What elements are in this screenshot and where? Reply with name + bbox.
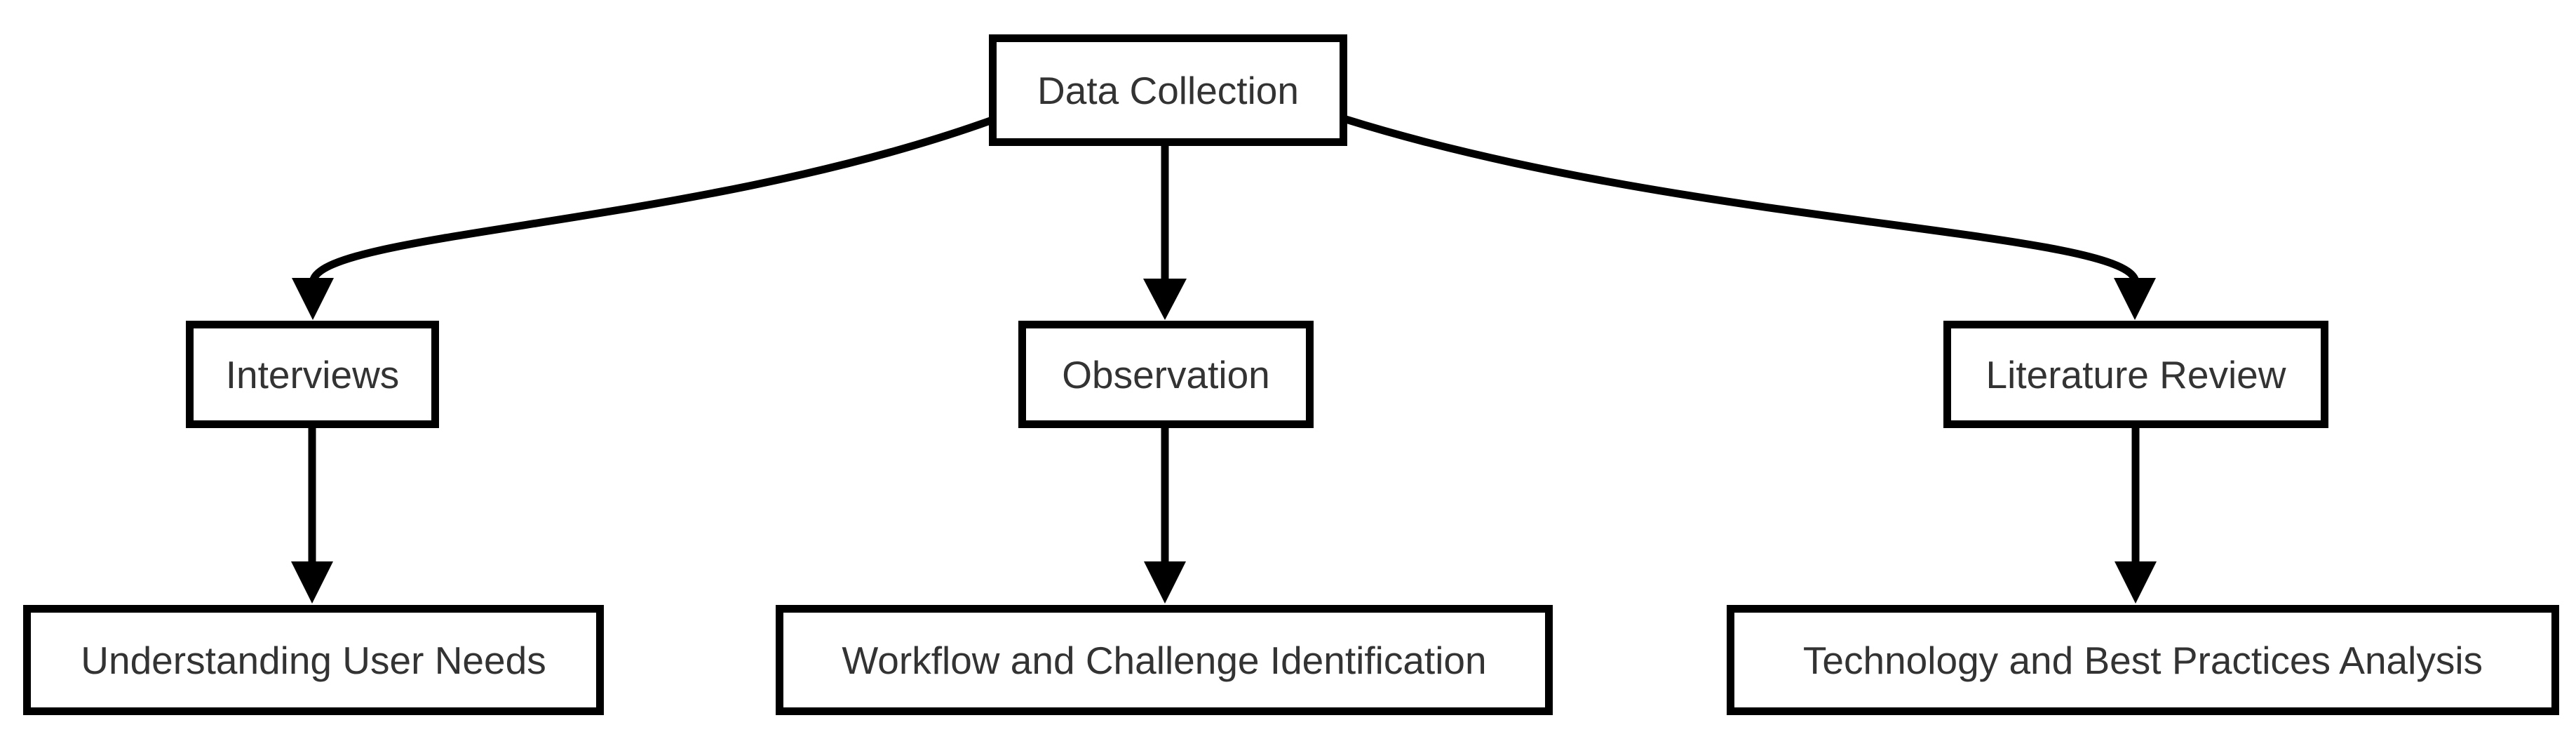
node-understanding-user-needs: Understanding User Needs	[23, 605, 604, 715]
arrowhead-literature-review-icon	[2114, 278, 2156, 320]
node-workflow-and-challenge-identification: Workflow and Challenge Identification	[776, 605, 1553, 715]
node-data-collection-label: Data Collection	[1037, 68, 1299, 112]
edge-data-collection-literature-review	[1344, 115, 2139, 281]
node-literature-review-label: Literature Review	[1985, 352, 2286, 397]
node-observation-label: Observation	[1062, 352, 1270, 397]
node-interviews-label: Interviews	[225, 352, 400, 397]
node-data-collection: Data Collection	[989, 34, 1347, 146]
node-technology-and-best-practices-analysis: Technology and Best Practices Analysis	[1727, 605, 2559, 715]
edge-data-collection-interviews	[309, 116, 992, 281]
arrowhead-interviews-icon	[292, 278, 334, 320]
arrowhead-understanding-user-needs-icon	[291, 561, 333, 604]
node-literature-review: Literature Review	[1943, 321, 2328, 428]
arrowhead-workflow-icon	[1144, 561, 1186, 604]
node-technology-label: Technology and Best Practices Analysis	[1802, 638, 2483, 682]
arrowhead-technology-icon	[2115, 561, 2157, 604]
node-observation: Observation	[1018, 321, 1314, 428]
arrowhead-observation-icon	[1143, 279, 1187, 320]
node-understanding-user-needs-label: Understanding User Needs	[81, 638, 546, 682]
node-interviews: Interviews	[186, 321, 439, 428]
node-workflow-label: Workflow and Challenge Identification	[842, 638, 1487, 682]
